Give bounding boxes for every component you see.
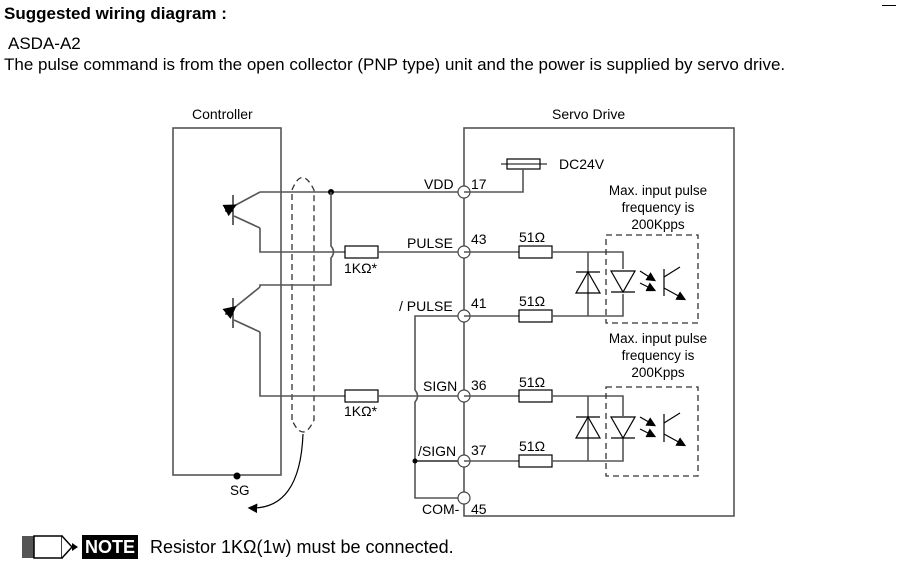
freq-note-1-line3: 200Kpps bbox=[631, 217, 685, 232]
freq-note-2-line2: frequency is bbox=[622, 348, 695, 363]
note-row: NOTE Resistor 1KΩ(1w) must be connected. bbox=[22, 534, 454, 560]
resistor-1k-1 bbox=[344, 245, 379, 259]
vdd-branch-wire bbox=[259, 192, 335, 287]
dc24v-supply bbox=[464, 158, 547, 193]
optocoupler-circuit-2 bbox=[464, 386, 699, 477]
pin-name-nsign: /SIGN bbox=[418, 443, 456, 459]
note-badge: NOTE bbox=[82, 535, 139, 559]
pin-name-vdd: VDD bbox=[424, 176, 454, 192]
page-corner-mark bbox=[882, 5, 896, 6]
freq-note-1-line2: frequency is bbox=[622, 200, 695, 215]
controller-label: Controller bbox=[192, 106, 253, 122]
cable-shield bbox=[291, 176, 315, 433]
optocoupler-circuit-1 bbox=[464, 234, 699, 324]
pin-name-pulse: PULSE bbox=[407, 235, 453, 251]
resistor-1k-2 bbox=[344, 389, 379, 403]
pulse-wire bbox=[259, 228, 345, 253]
sg-label: SG bbox=[230, 483, 250, 498]
freq-note-2-line1: Max. input pulse bbox=[609, 331, 707, 346]
pin-number-37: 37 bbox=[471, 442, 487, 458]
freq-note-2-line3: 200Kpps bbox=[631, 365, 685, 380]
note-text: Resistor 1KΩ(1w) must be connected. bbox=[150, 536, 454, 557]
com-return-wire bbox=[414, 315, 464, 499]
pin-number-45: 45 bbox=[471, 501, 487, 517]
resistor-51-1 bbox=[518, 245, 553, 259]
resistor-51-4 bbox=[518, 454, 553, 468]
pin-name-com: COM- bbox=[422, 501, 460, 517]
pin-name-npulse: / PULSE bbox=[399, 298, 453, 314]
dc24v-label: DC24V bbox=[559, 156, 605, 172]
resistor-51-3 bbox=[518, 389, 553, 403]
controller-box bbox=[172, 127, 282, 476]
model-name: ASDA-A2 bbox=[8, 34, 81, 53]
pin-number-36: 36 bbox=[471, 377, 487, 393]
sg-terminal bbox=[233, 472, 241, 480]
resistor-1k-1-label: 1KΩ* bbox=[344, 260, 378, 276]
freq-note-1-line1: Max. input pulse bbox=[609, 183, 707, 198]
description: The pulse command is from the open colle… bbox=[4, 55, 786, 74]
transistor-1 bbox=[222, 191, 261, 229]
transistor-2 bbox=[222, 286, 261, 333]
pin-number-17: 17 bbox=[471, 176, 487, 192]
note-pencil-icon bbox=[22, 535, 78, 559]
shield-ground-wire bbox=[247, 433, 304, 514]
resistor-51-4-label: 51Ω bbox=[519, 438, 545, 454]
servo-drive-label: Servo Drive bbox=[552, 106, 625, 122]
page-title: Suggested wiring diagram : bbox=[4, 4, 227, 23]
resistor-51-3-label: 51Ω bbox=[519, 374, 545, 390]
resistor-51-2 bbox=[518, 309, 553, 323]
resistor-51-1-label: 51Ω bbox=[519, 229, 545, 245]
pin-name-sign: SIGN bbox=[423, 378, 457, 394]
pin-number-41: 41 bbox=[471, 295, 487, 311]
resistor-1k-2-label: 1KΩ* bbox=[344, 403, 378, 419]
sign-wire bbox=[259, 332, 345, 397]
resistor-51-2-label: 51Ω bbox=[519, 293, 545, 309]
pin-45 bbox=[457, 491, 471, 505]
pin-number-43: 43 bbox=[471, 231, 487, 247]
